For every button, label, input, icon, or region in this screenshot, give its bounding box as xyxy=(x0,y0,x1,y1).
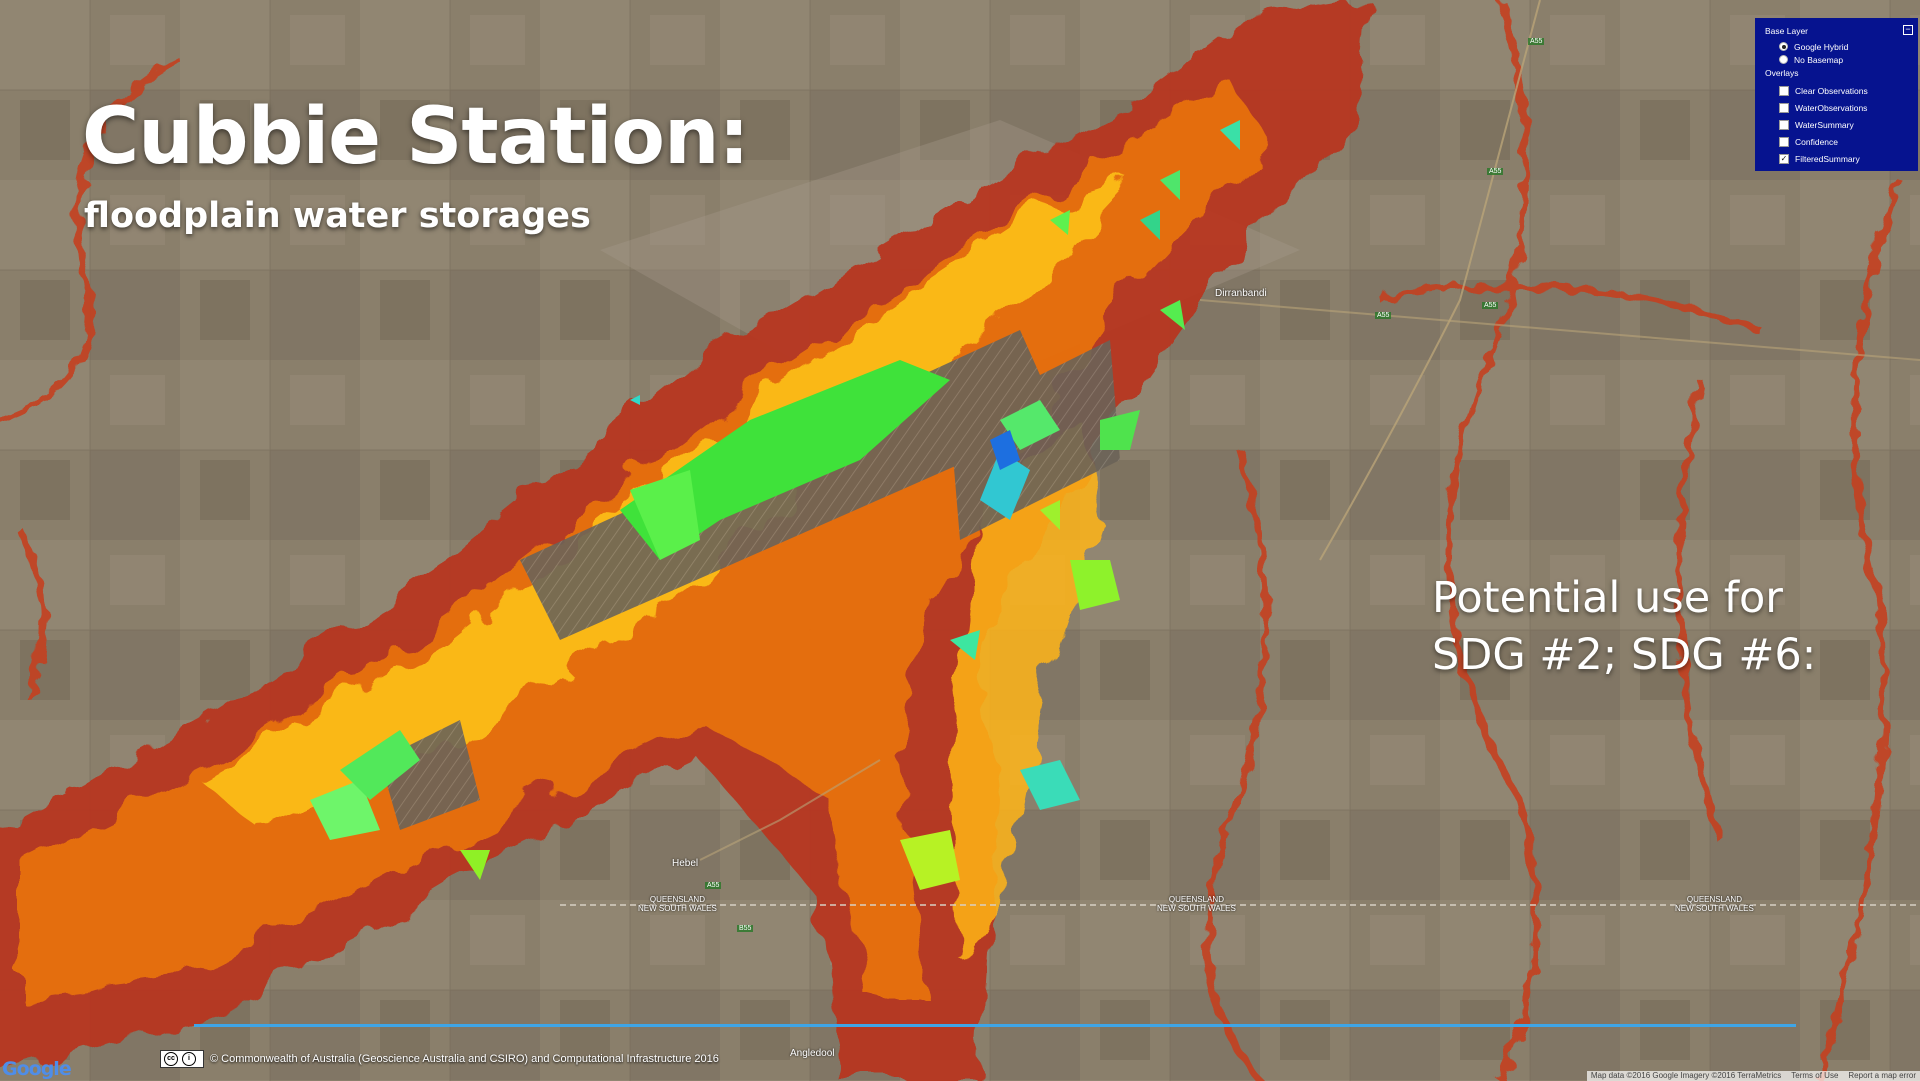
storage-blue xyxy=(990,430,1020,470)
slide-title: Cubbie Station: xyxy=(82,92,750,182)
town-label: Dirranbandi xyxy=(1215,288,1267,299)
collapse-icon[interactable]: − xyxy=(1903,25,1913,35)
road-shield: A55 xyxy=(1528,38,1545,45)
attribution-map-data: Map data ©2016 Google Imagery ©2016 Terr… xyxy=(1590,1071,1782,1080)
base-layer-heading: Base Layer xyxy=(1765,26,1808,36)
overlay-label: FilteredSummary xyxy=(1795,153,1860,164)
map-attribution: Map data ©2016 Google Imagery ©2016 Terr… xyxy=(1586,1071,1920,1081)
road-shield: B55 xyxy=(737,925,754,932)
cc-icon: cc xyxy=(164,1052,178,1066)
state-border-label: QUEENSLAND NEW SOUTH WALES xyxy=(1157,895,1236,913)
divider-line xyxy=(194,1024,1796,1027)
copyright-notice: cc i © Commonwealth of Australia (Geosci… xyxy=(160,1050,719,1068)
checkbox-icon[interactable] xyxy=(1779,102,1789,113)
base-option-label: No Basemap xyxy=(1794,54,1844,65)
overlay-clear-observations[interactable]: Clear Observations xyxy=(1779,82,1912,99)
overlay-label: WaterSummary xyxy=(1795,119,1854,130)
base-option-google-hybrid[interactable]: Google Hybrid xyxy=(1779,40,1912,53)
overlay-confidence[interactable]: Confidence xyxy=(1779,133,1912,150)
overlay-water-summary[interactable]: WaterSummary xyxy=(1779,116,1912,133)
overlay-label: Confidence xyxy=(1795,136,1839,147)
by-icon: i xyxy=(182,1052,196,1066)
radio-icon[interactable] xyxy=(1779,42,1788,51)
layer-switcher-panel: − Base Layer Google Hybrid No Basemap Ov… xyxy=(1755,18,1918,171)
checkbox-icon[interactable] xyxy=(1779,136,1789,147)
slide-subtitle: floodplain water storages xyxy=(84,196,591,236)
town-label: Hebel xyxy=(672,858,699,869)
overlay-water-observations[interactable]: WaterObservations xyxy=(1779,99,1912,116)
road-shield: A55 xyxy=(1482,302,1499,309)
report-error-link[interactable]: Report a map error xyxy=(1848,1071,1916,1080)
base-option-no-basemap[interactable]: No Basemap xyxy=(1779,53,1912,66)
checkbox-checked-icon[interactable]: ✓ xyxy=(1779,153,1789,164)
sdg-note: Potential use for SDG #2; SDG #6: xyxy=(1432,573,1817,680)
town-label: Angledool xyxy=(790,1048,835,1059)
road-shield: A55 xyxy=(705,882,722,889)
checkbox-icon[interactable] xyxy=(1779,85,1789,96)
overlay-label: WaterObservations xyxy=(1795,102,1868,113)
radio-icon[interactable] xyxy=(1779,55,1788,64)
road-shield: A55 xyxy=(1375,312,1392,319)
google-logo[interactable]: Google xyxy=(2,1058,72,1080)
copyright-text: © Commonwealth of Australia (Geoscience … xyxy=(210,1053,719,1065)
overlay-label: Clear Observations xyxy=(1795,85,1868,96)
base-option-label: Google Hybrid xyxy=(1794,41,1849,52)
cc-by-badge[interactable]: cc i xyxy=(160,1050,204,1068)
terms-link[interactable]: Terms of Use xyxy=(1791,1071,1839,1080)
overlays-heading: Overlays xyxy=(1765,68,1799,78)
storage-large xyxy=(620,360,950,560)
checkbox-icon[interactable] xyxy=(1779,119,1789,130)
overlay-filtered-summary[interactable]: ✓ FilteredSummary xyxy=(1779,150,1912,167)
state-border-label: QUEENSLAND NEW SOUTH WALES xyxy=(638,895,717,913)
state-border-label: QUEENSLAND NEW SOUTH WALES xyxy=(1675,895,1754,913)
road-shield: A55 xyxy=(1487,168,1504,175)
